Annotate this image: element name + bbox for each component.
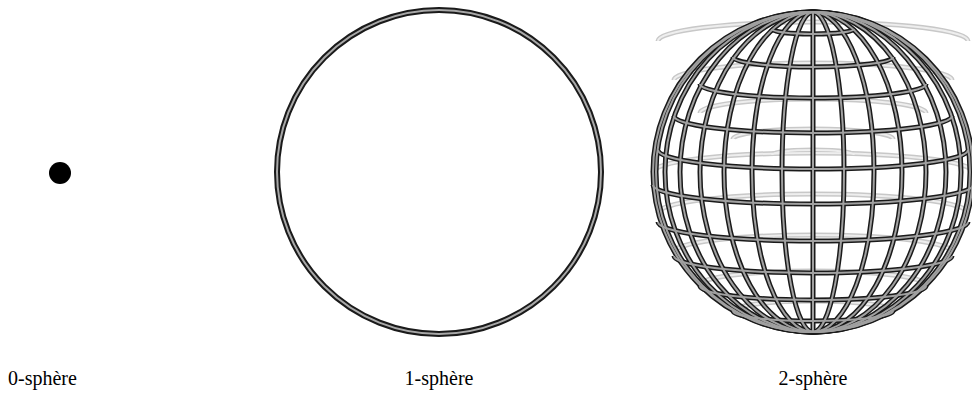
circle-core: [277, 10, 601, 334]
sphere-wire-core: [653, 12, 972, 332]
sphere: [653, 12, 972, 332]
sphere-caption: 0-sphère: [8, 366, 77, 390]
point: [49, 162, 71, 184]
sphere-caption: 2-sphère: [779, 366, 848, 390]
sphere-wire-outline: [653, 12, 972, 332]
sphere-caption: 1-sphère: [405, 366, 474, 390]
circle-outline: [277, 10, 601, 334]
circle: [277, 10, 601, 334]
